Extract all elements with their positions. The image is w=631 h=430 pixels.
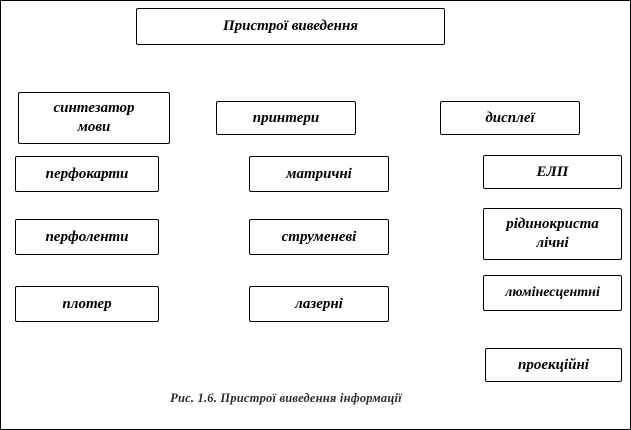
node-luminescent-display: люмінесцентні [483,275,622,311]
figure-caption: Рис. 1.6. Пристрої виведення інформації [170,391,402,405]
node-printers: принтери [216,101,356,135]
node-punch-tapes: перфоленти [15,219,159,255]
node-plotter: плотер [15,286,159,322]
node-inkjet-printers: струменеві [249,219,389,255]
node-displays: дисплеї [440,101,580,135]
node-output-devices: Пристрої виведення [136,8,445,45]
node-matrix-printers: матричні [249,156,389,192]
node-crt-display: ЕЛП [483,155,622,189]
node-laser-printers: лазерні [249,286,389,322]
node-punch-cards: перфокарти [15,156,159,192]
node-projection-display: проекційні [485,348,622,382]
node-speech-synthesizer: синтезатор мови [18,92,170,144]
node-lcd-display: рідинокриста лічні [483,208,622,260]
